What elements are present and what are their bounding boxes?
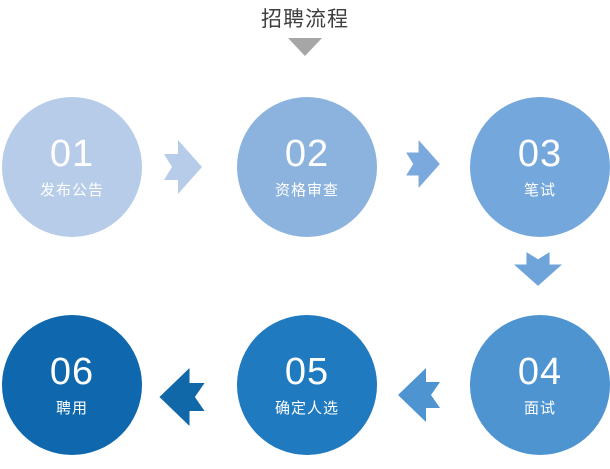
chevron-down-icon [288,38,322,56]
step-number: 05 [284,351,330,393]
process-step-04[interactable]: 04 面试 [470,315,610,455]
process-step-03[interactable]: 03 笔试 [470,97,610,237]
step-number: 03 [517,133,563,175]
diagram-title-block: 招聘流程 [0,6,610,56]
step-number: 02 [284,133,330,175]
step-label: 发布公告 [39,181,104,199]
arrow-left-icon [159,368,205,426]
arrow-right-icon [164,140,202,194]
step-label: 面试 [523,399,556,417]
step-label: 笔试 [523,181,556,199]
diagram-title: 招聘流程 [261,7,349,31]
arrow-right-icon [406,140,440,188]
step-number: 04 [517,351,563,393]
process-step-05[interactable]: 05 确定人选 [237,315,377,455]
step-number: 01 [49,133,95,175]
arrow-down-icon [514,252,562,286]
step-label: 确定人选 [274,399,339,417]
process-step-01[interactable]: 01 发布公告 [2,97,142,237]
step-label: 聘用 [55,399,88,417]
process-step-02[interactable]: 02 资格审查 [237,97,377,237]
step-number: 06 [49,351,95,393]
process-step-06[interactable]: 06 聘用 [2,315,142,455]
step-label: 资格审查 [274,181,339,199]
arrow-left-icon [398,368,440,422]
